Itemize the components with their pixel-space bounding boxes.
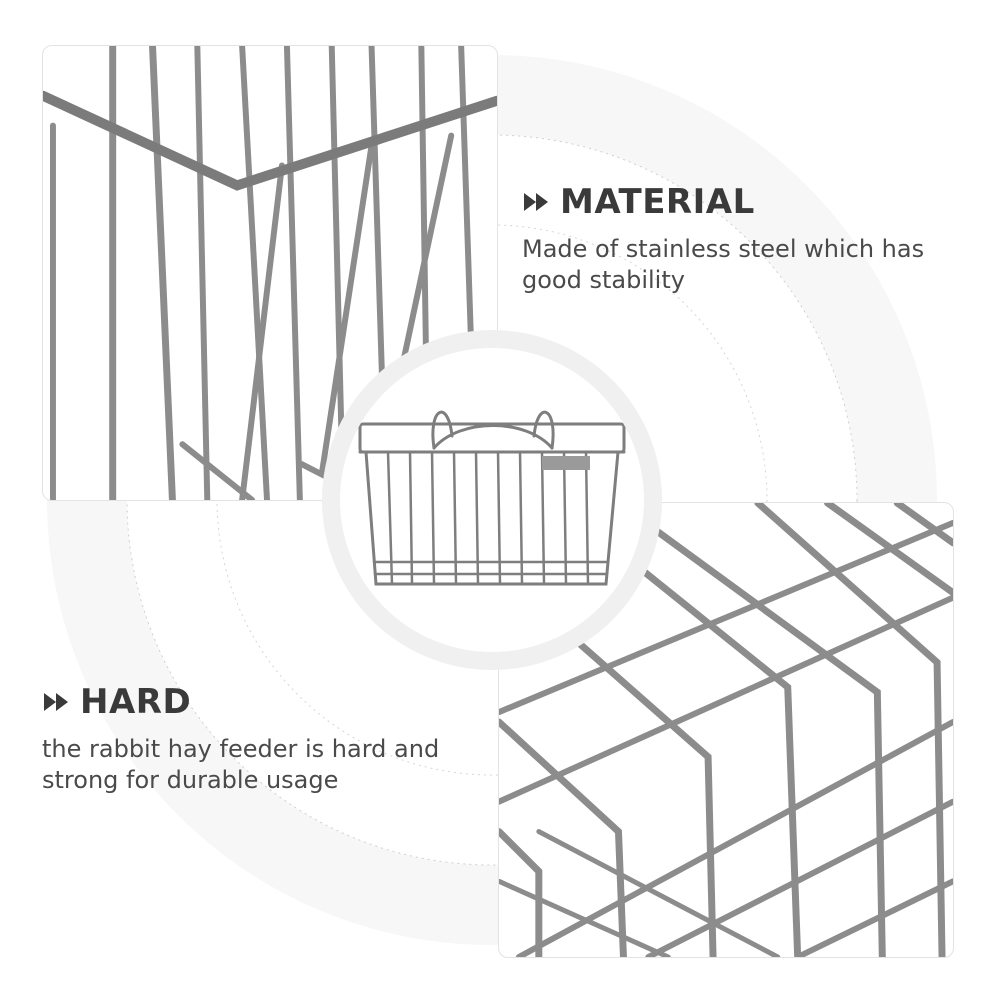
product-image xyxy=(340,348,644,652)
label-plate xyxy=(542,456,590,470)
feature-description: Made of stainless steel which has good s… xyxy=(522,235,925,294)
feature-title: MATERIAL xyxy=(560,182,755,222)
feature-material: MATERIAL Made of stainless steel which h… xyxy=(522,180,962,296)
closeup-image-top xyxy=(42,45,498,501)
feature-title: HARD xyxy=(80,682,192,722)
feature-title-row: HARD xyxy=(42,680,492,724)
feature-title-row: MATERIAL xyxy=(522,180,962,224)
wire-closeup-top-illustration xyxy=(43,46,497,500)
feature-description: the rabbit hay feeder is hard and strong… xyxy=(42,735,440,794)
feature-hard: HARD the rabbit hay feeder is hard and s… xyxy=(42,680,492,796)
hay-feeder-basket-illustration xyxy=(358,410,626,586)
double-arrow-right-icon xyxy=(44,693,68,711)
double-arrow-right-icon xyxy=(524,193,548,211)
